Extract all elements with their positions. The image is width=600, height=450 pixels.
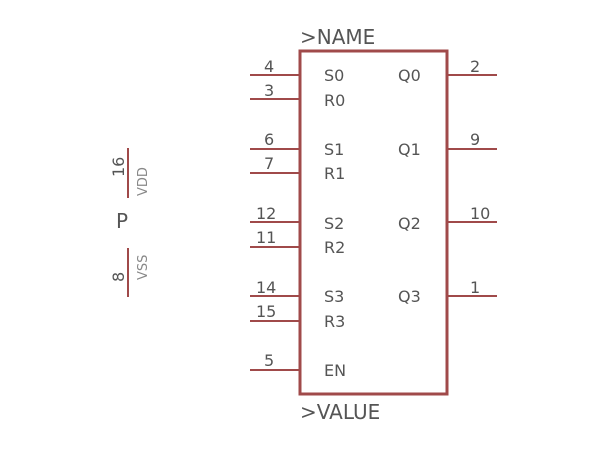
pin-name: R3 (324, 312, 345, 331)
value-label: >VALUE (300, 400, 380, 424)
pin-name: S1 (324, 140, 344, 159)
pin-number: 4 (264, 57, 274, 76)
vss-pin-number: 8 (109, 272, 128, 282)
pin-number: 3 (264, 81, 274, 100)
pin-number: 12 (256, 204, 276, 223)
pin-name: S2 (324, 214, 344, 233)
left-pin-en: 5 EN (250, 351, 346, 380)
left-pin-r0: 3 R0 (250, 81, 345, 110)
pin-name: R1 (324, 164, 345, 183)
vss-pin-name: VSS (136, 255, 151, 280)
pin-number: 14 (256, 278, 276, 297)
pin-name: EN (324, 361, 346, 380)
left-pin-r2: 11 R2 (250, 228, 345, 257)
pin-number: 15 (256, 302, 276, 321)
power-symbol: 16 VDD P 8 VSS (109, 148, 151, 297)
right-pin-q0: 2 Q0 (398, 57, 497, 85)
pin-name: R0 (324, 91, 345, 110)
left-pin-r3: 15 R3 (250, 302, 345, 331)
pin-number: 6 (264, 130, 274, 149)
right-pin-q1: 9 Q1 (398, 130, 497, 159)
pin-name: R2 (324, 238, 345, 257)
pin-number: 11 (256, 228, 276, 247)
right-pin-q3: 1 Q3 (398, 278, 497, 306)
vdd-pin-name: VDD (136, 167, 151, 196)
pin-number: 10 (470, 204, 490, 223)
pin-number: 1 (470, 278, 480, 297)
pin-name: S3 (324, 287, 344, 306)
left-pin-s1: 6 S1 (250, 130, 344, 159)
power-part-label: P (116, 209, 128, 233)
left-pin-s0: 4 S0 (250, 57, 344, 85)
left-pin-r1: 7 R1 (250, 154, 345, 183)
ic-body (298, 49, 449, 396)
pin-number: 9 (470, 130, 480, 149)
vdd-pin-number: 16 (109, 157, 128, 177)
pin-name: Q1 (398, 140, 421, 159)
left-pin-s3: 14 S3 (250, 278, 344, 306)
right-pin-q2: 10 Q2 (398, 204, 497, 233)
pin-number: 7 (264, 154, 274, 173)
pin-name: S0 (324, 66, 344, 85)
pin-name: Q2 (398, 214, 421, 233)
pin-number: 5 (264, 351, 274, 370)
pin-name: Q0 (398, 66, 421, 85)
pin-name: Q3 (398, 287, 421, 306)
left-pin-s2: 12 S2 (250, 204, 344, 233)
pin-number: 2 (470, 57, 480, 76)
name-label: >NAME (300, 25, 375, 49)
